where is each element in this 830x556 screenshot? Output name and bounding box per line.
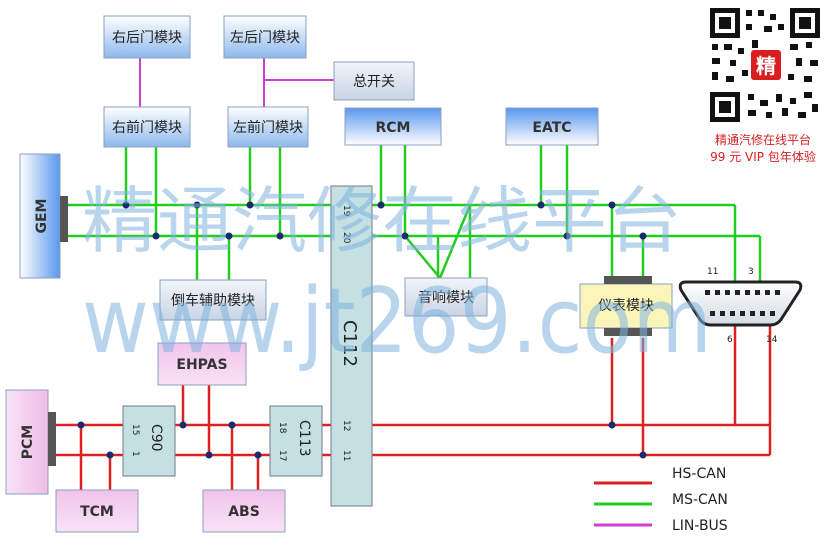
qr-code-icon: 精 <box>710 8 820 122</box>
svg-text:右前门模块: 右前门模块 <box>112 119 182 136</box>
svg-text:EHPAS: EHPAS <box>176 357 227 373</box>
audio-module: 音响模块 <box>404 277 488 317</box>
promo-text: 精通汽修在线平台 99 元 VIP 包年体验 <box>700 132 826 166</box>
svg-text:左前门模块: 左前门模块 <box>233 119 303 136</box>
svg-text:ABS: ABS <box>228 504 260 520</box>
svg-text:左后门模块: 左后门模块 <box>230 30 300 46</box>
svg-text:PCM: PCM <box>20 425 36 459</box>
svg-text:音响模块: 音响模块 <box>418 289 474 306</box>
svg-text:11: 11 <box>707 267 718 277</box>
c112-junction-box: 19 20 C112 12 11 <box>330 185 373 507</box>
svg-text:11: 11 <box>341 450 351 461</box>
promo-line-1: 精通汽修在线平台 <box>714 133 811 147</box>
svg-text:倒车辅助模块: 倒车辅助模块 <box>171 292 255 309</box>
svg-text:6: 6 <box>727 335 733 345</box>
svg-text:15: 15 <box>130 424 140 435</box>
svg-text:TCM: TCM <box>80 504 114 520</box>
svg-text:精: 精 <box>756 54 776 78</box>
svg-text:EATC: EATC <box>532 120 571 136</box>
svg-text:1: 1 <box>130 451 140 457</box>
tcm-module: TCM <box>55 489 139 533</box>
svg-text:精通汽修在线平台: 精通汽修在线平台 <box>82 179 682 263</box>
svg-text:17: 17 <box>277 450 287 461</box>
legend-label-lin-bus: LIN-BUS <box>672 518 728 534</box>
junction-dots <box>77 201 647 459</box>
abs-module: ABS <box>202 489 286 533</box>
svg-text:3: 3 <box>748 267 754 277</box>
svg-text:RCM: RCM <box>376 120 411 136</box>
svg-text:C90: C90 <box>148 424 164 452</box>
dlc-connector: 11 3 6 14 <box>678 267 803 345</box>
legend: HS-CAN MS-CAN LIN-BUS <box>594 466 728 534</box>
svg-text:右后门模块: 右后门模块 <box>112 30 182 46</box>
rr-door-module: 右后门模块 <box>103 15 191 59</box>
svg-text:GEM: GEM <box>34 199 50 234</box>
c113-connector: C113 18 17 <box>269 405 323 477</box>
svg-text:12: 12 <box>341 420 351 431</box>
watermark: 精通汽修在线平台 www.jt269.com <box>82 179 712 374</box>
legend-label-hs-can: HS-CAN <box>672 466 726 482</box>
promo-line-2: 99 元 VIP 包年体验 <box>710 150 816 164</box>
parking-aid-module: 倒车辅助模块 <box>159 279 267 321</box>
svg-text:仪表模块: 仪表模块 <box>598 298 654 314</box>
pcm-module: PCM <box>5 389 56 495</box>
c90-connector: C90 15 1 <box>122 405 176 477</box>
svg-text:C113: C113 <box>296 420 312 457</box>
lr-door-module: 左后门模块 <box>223 15 307 59</box>
svg-text:14: 14 <box>766 335 778 345</box>
eatc-module: EATC <box>505 107 599 146</box>
rf-door-module: 右前门模块 <box>103 106 191 148</box>
rcm-module: RCM <box>344 107 442 146</box>
svg-text:20: 20 <box>341 232 351 244</box>
svg-text:19: 19 <box>341 205 351 217</box>
cluster-module: 仪表模块 <box>579 276 673 336</box>
ms-can-wires <box>66 145 762 282</box>
ehpas-module: EHPAS <box>157 342 247 386</box>
lf-door-module: 左前门模块 <box>227 106 309 148</box>
svg-text:www.jt269.com: www.jt269.com <box>82 269 712 374</box>
svg-text:总开关: 总开关 <box>353 74 395 90</box>
legend-label-ms-can: MS-CAN <box>672 492 728 508</box>
master-switch-module: 总开关 <box>333 61 415 101</box>
svg-text:18: 18 <box>277 422 287 434</box>
gem-module: GEM <box>19 153 68 279</box>
lin-bus-wires <box>139 58 334 107</box>
svg-text:C112: C112 <box>339 320 360 367</box>
